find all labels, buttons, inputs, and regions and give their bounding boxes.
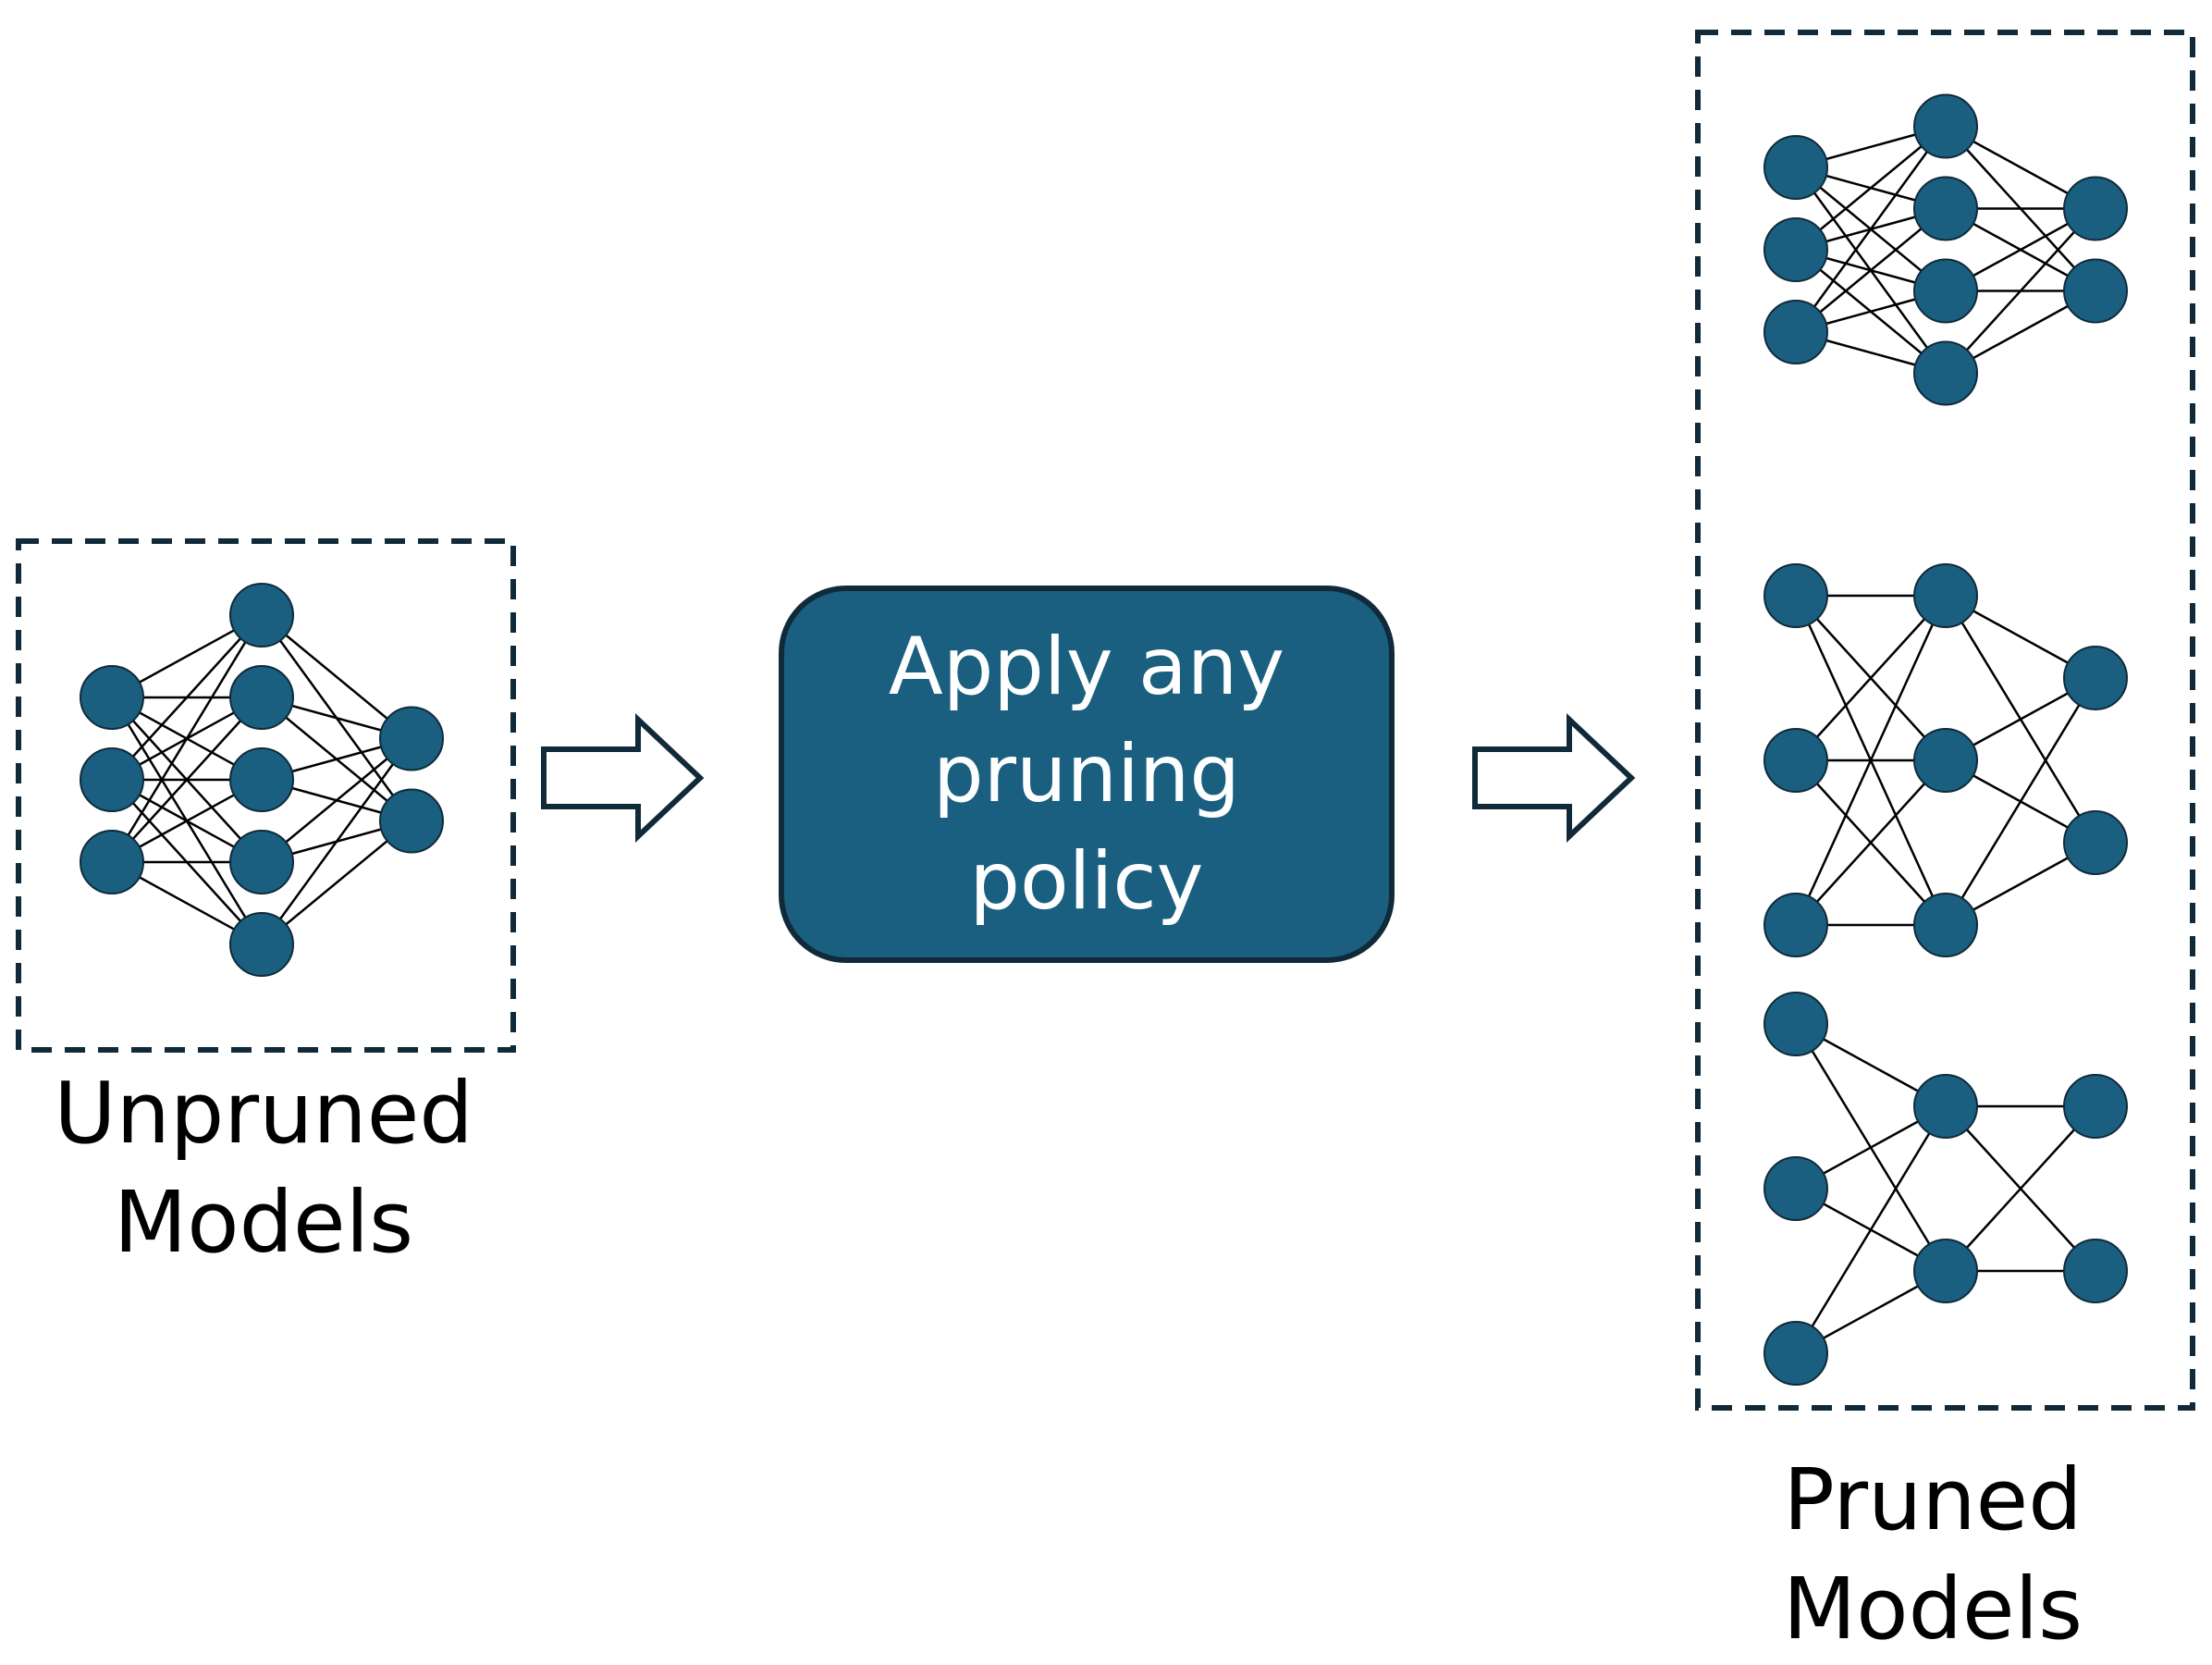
pruning-policy-box: [779, 586, 1395, 963]
network-node: [229, 583, 294, 648]
network-connection: [1945, 1105, 2096, 1272]
network-node: [2063, 1074, 2128, 1139]
network-node: [1913, 1239, 1978, 1303]
network-connection: [1794, 595, 1948, 926]
network-connection: [1795, 759, 1947, 926]
network-node: [1763, 728, 1828, 793]
pruned-neural-network-icon: [1763, 992, 2128, 1386]
network-node: [2063, 646, 2128, 710]
network-connection: [1794, 125, 1948, 333]
unpruned-models-frame: [16, 538, 516, 1053]
network-node: [2063, 810, 2128, 875]
network-connection: [111, 614, 263, 781]
network-node: [1763, 217, 1828, 282]
network-connection: [1795, 595, 1947, 761]
network-node: [1913, 1074, 1978, 1139]
network-node: [379, 788, 444, 854]
right-arrow-icon: [1472, 713, 1636, 843]
network-node: [1763, 563, 1828, 628]
pruned-caption-line: Models: [1782, 1560, 2083, 1659]
network-node: [229, 830, 294, 894]
unpruned-neural-network-icon: [80, 583, 444, 977]
pruned-models-frame: [1695, 30, 2195, 1411]
network-node: [1763, 300, 1828, 364]
network-connection: [110, 614, 264, 863]
network-node: [80, 665, 144, 730]
pruned-neural-network-icon: [1763, 563, 2128, 957]
network-connection: [111, 697, 263, 863]
network-node: [1913, 93, 1978, 159]
network-node: [1763, 893, 1828, 957]
network-node: [1913, 893, 1978, 957]
network-node: [1763, 992, 1828, 1056]
network-connection: [1945, 207, 2096, 375]
network-connection: [1794, 1105, 1948, 1354]
network-node: [80, 747, 144, 812]
pruning-policy-label-line: Apply any: [888, 621, 1285, 713]
network-node: [379, 706, 444, 771]
network-node: [1913, 728, 1978, 793]
pruning-policy-label-line: pruning: [933, 728, 1240, 820]
pruned-models-caption: Pruned Models: [1674, 1446, 2192, 1664]
network-node: [80, 830, 144, 894]
network-connection: [260, 737, 413, 945]
network-node: [1913, 340, 1978, 406]
network-connection: [1944, 677, 2097, 926]
unpruned-caption-line: Unpruned: [54, 1064, 473, 1163]
network-node: [2063, 258, 2128, 324]
network-node: [1913, 176, 1978, 241]
network-node: [1913, 258, 1978, 324]
pruned-neural-network-icon: [1763, 93, 2128, 406]
network-node: [1763, 1156, 1828, 1221]
pruned-caption-line: Pruned: [1783, 1450, 2083, 1549]
unpruned-models-caption: Unpruned Models: [18, 1059, 509, 1277]
pruning-policy-label: Apply any pruning policy: [781, 588, 1392, 960]
unpruned-caption-line: Models: [113, 1173, 414, 1272]
network-node: [229, 912, 294, 977]
network-node: [229, 747, 294, 812]
right-arrow-icon: [541, 713, 705, 843]
network-node: [2063, 1239, 2128, 1303]
network-node: [1763, 135, 1828, 200]
network-node: [229, 665, 294, 730]
pruning-policy-label-line: policy: [969, 835, 1204, 928]
network-node: [1763, 1321, 1828, 1386]
network-node: [2063, 176, 2128, 241]
network-node: [1913, 563, 1978, 628]
